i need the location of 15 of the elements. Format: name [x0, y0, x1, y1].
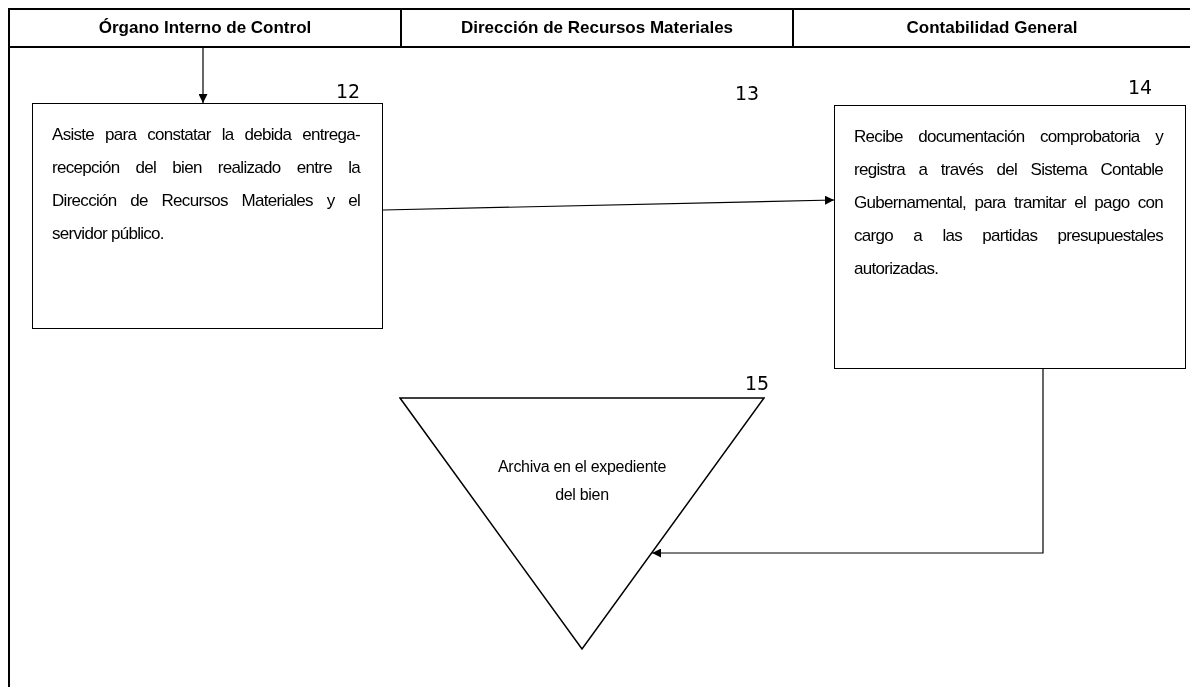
process-box [834, 105, 1186, 369]
lane-header: Órgano Interno de Control [8, 8, 402, 48]
step-text: Recibe documentación comprobatoria y registra a través del Sistema Contable Gubernamental, para tramitar el pago con cargo a las partidas presupuestales autorizadas. [854, 126, 1163, 280]
step-number: 14 [1128, 76, 1153, 98]
lane-header: Contabilidad General [792, 8, 1190, 48]
step-number: 13 [735, 82, 760, 104]
arrow [651, 368, 1044, 558]
process-box [32, 103, 383, 329]
lane-header: Dirección de Recursos Materiales [400, 8, 794, 48]
arrow [382, 195, 835, 211]
step-text: Archiva en el expediente del bien [497, 457, 667, 505]
step-text: Asiste para constatar la debida entrega-recepción del bien realizado entre la Dirección de Recursos Materiales y el servidor público. [52, 124, 360, 245]
step-number: 15 [745, 372, 770, 394]
step-number: 12 [336, 80, 361, 102]
arrow [198, 47, 208, 104]
